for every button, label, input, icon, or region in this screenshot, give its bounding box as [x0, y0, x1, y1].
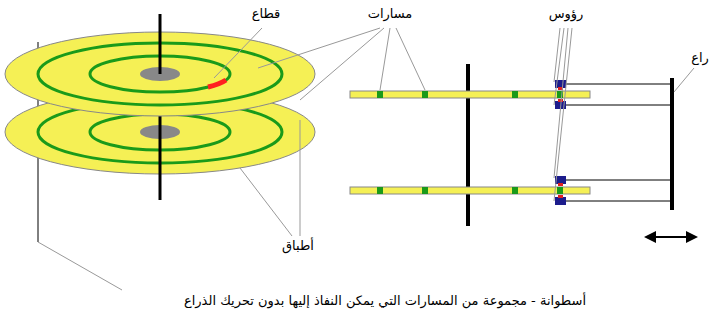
part-label: مسارات: [366, 6, 415, 23]
spindle: [466, 64, 470, 226]
part-label: رؤوس: [547, 6, 586, 23]
leader-line: [38, 242, 122, 290]
spindle: [159, 14, 162, 74]
platter-side: [350, 91, 590, 194]
part-label: أطباق: [280, 238, 316, 255]
part-label: قطاع: [250, 6, 283, 23]
movement-arrow: [644, 231, 698, 243]
arm-line: [566, 84, 672, 201]
caption: أسطوانة - مجموعة من المسارات التي يمكن ا…: [184, 293, 586, 308]
track-dot: [377, 91, 563, 194]
leader-line: [214, 28, 694, 236]
actuator-arm: [670, 78, 674, 210]
sector-mark: [208, 80, 226, 87]
part-label: راع: [689, 50, 711, 67]
